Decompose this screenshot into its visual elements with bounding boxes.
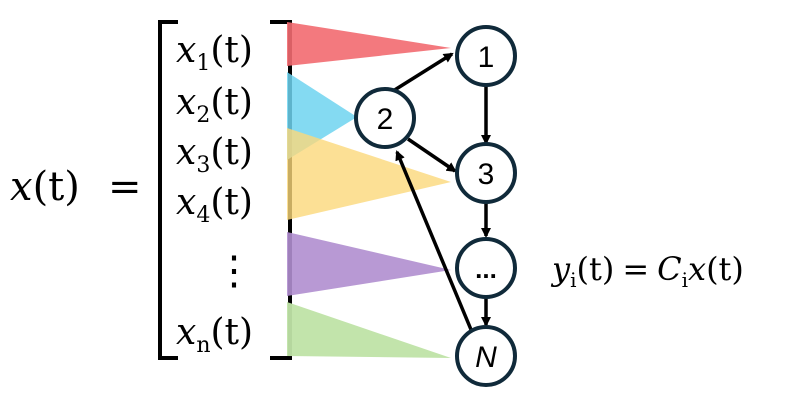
entry-x4: x4(t)	[176, 182, 253, 228]
node-3-label: 3	[478, 158, 495, 191]
node-2-label: 2	[377, 103, 394, 136]
node-N: N	[455, 325, 517, 387]
lhs-function: x(t)	[10, 164, 80, 210]
output-equation: yi(t)=Cix(t)	[550, 250, 744, 292]
node-1: 1	[455, 25, 517, 87]
edge-2-to-1	[392, 52, 454, 93]
edge-2-to-3	[407, 137, 457, 173]
entry-x2: x2(t)	[176, 82, 253, 128]
node-1-label: 1	[478, 41, 495, 74]
wedge-red	[287, 22, 451, 66]
node-dots: ...	[455, 237, 517, 299]
wedge-yellow	[287, 128, 451, 220]
node-N-label: N	[475, 341, 497, 374]
lhs-equals: =	[108, 164, 142, 210]
entry-x3: x3(t)	[176, 132, 253, 178]
node-3: 3	[455, 142, 517, 204]
entry-xn: xn(t)	[176, 312, 253, 358]
node-dots-label: ...	[475, 254, 497, 284]
wedge-purple	[287, 232, 451, 296]
edge-N-to-2	[395, 150, 474, 333]
node-2: 2	[354, 87, 416, 149]
entry-vdots: ⋮	[214, 248, 254, 294]
entry-x1: x1(t)	[176, 30, 253, 76]
left-bracket	[158, 20, 178, 360]
wedge-green	[287, 302, 451, 358]
